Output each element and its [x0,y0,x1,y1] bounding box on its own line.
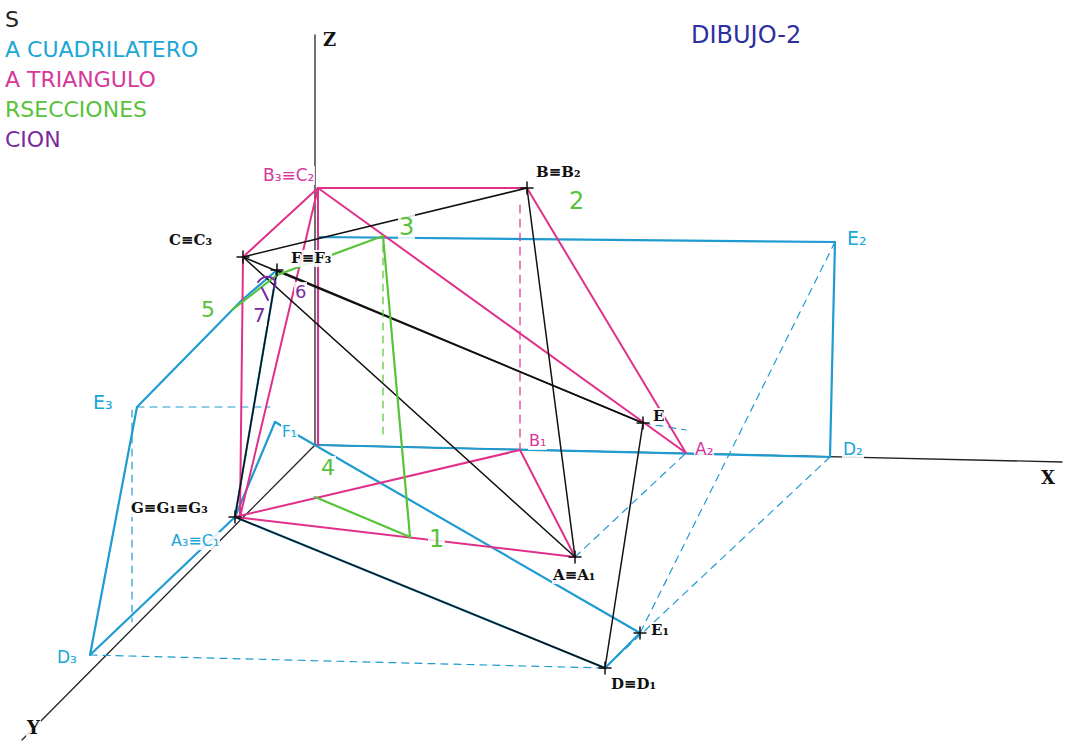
visibility-marks [258,277,276,300]
point-label: D≡D₁ [610,676,657,693]
point-label: F₁ [281,424,298,441]
point-label: RSECCIONES [4,98,148,122]
intersection-lines [232,236,410,537]
quadrilateral-projections [90,237,835,668]
point-label: D₂ [842,440,864,459]
point-label: 5 [200,298,216,322]
point-label: B₁ [528,432,547,450]
point-label: 3 [398,214,415,240]
point-label: 2 [568,188,585,214]
point-label: G≡G₁≡G₃ [130,500,209,517]
point-label: A₂ [694,440,714,459]
point-label: C≡C₃ [168,232,213,249]
axes [22,35,1062,740]
point-label: B≡B₂ [535,164,582,181]
point-label: D₃ [56,648,78,667]
triangle-projections [235,188,686,557]
point-label: E₃ [92,392,114,413]
point-label: E₂ [846,228,868,249]
point-label: E [652,408,665,425]
point-label: A₃≡C₁ [170,532,220,550]
point-label: X [1040,468,1056,488]
space-figures [235,188,643,668]
point-label: CION [4,128,62,152]
point-label: 4 [320,456,336,480]
point-label: S [4,8,20,32]
point-label: A TRIANGULO [4,68,157,92]
point-label: 7 [252,304,267,326]
point-label: Z [322,30,337,50]
point-label: A≡A₁ [552,567,596,584]
point-label: E₁ [650,622,670,639]
point-label: A CUADRILATERO [4,38,199,62]
point-label: B₃≡C₂ [262,166,315,185]
point-label: 6 [294,282,307,302]
point-label: DIBUJO-2 [690,22,802,48]
point-label: 1 [428,526,445,552]
point-label: F≡F₃ [290,250,332,267]
point-label: Y [26,718,41,738]
point-marks [229,182,649,674]
